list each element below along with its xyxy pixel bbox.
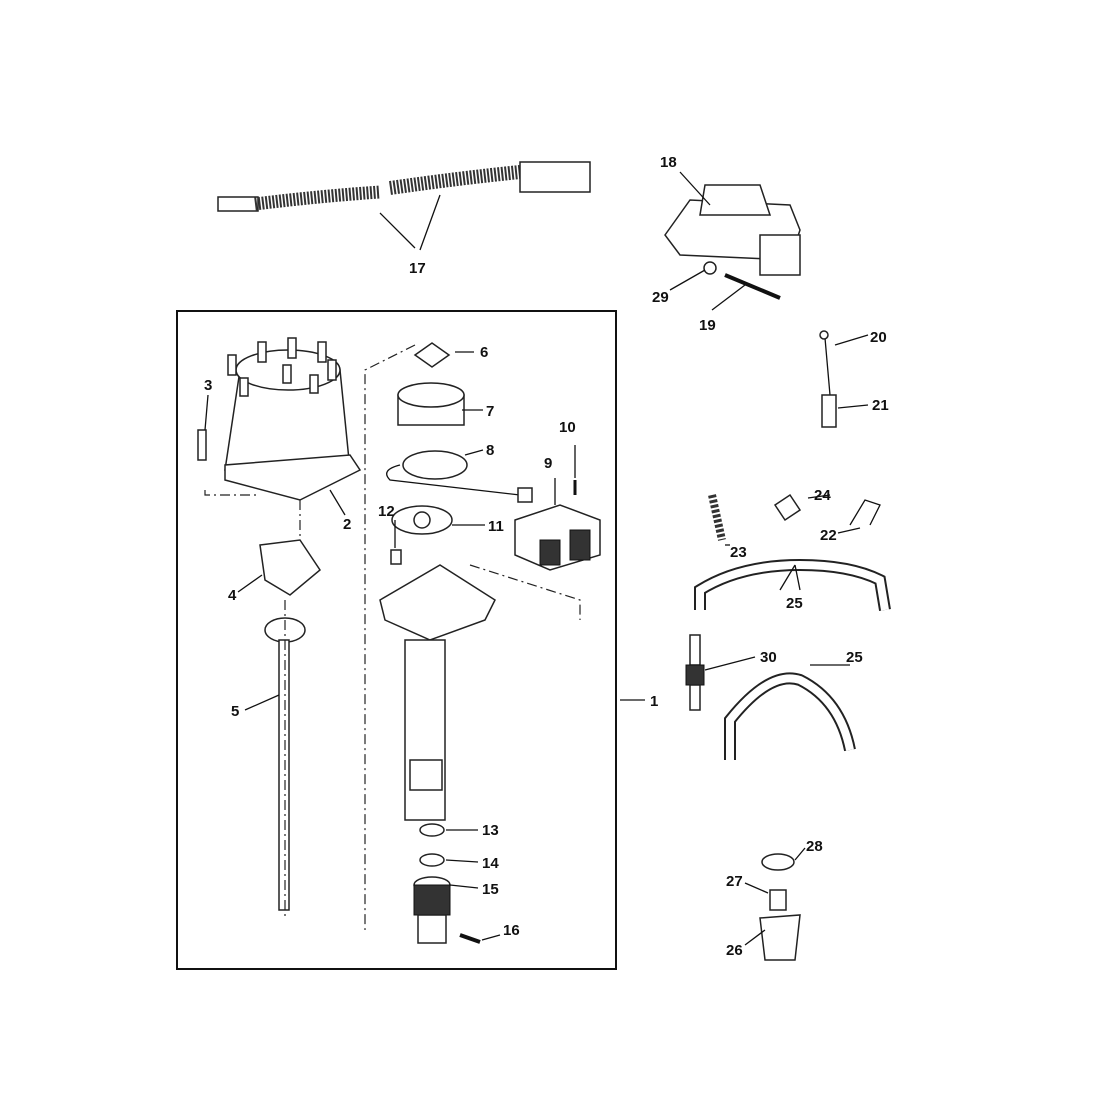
clamp-4-part — [259, 539, 321, 596]
washer-28-part — [761, 853, 795, 871]
callout-5: 5 — [231, 703, 239, 720]
callout-29: 29 — [652, 289, 669, 306]
spark-plug-30-part — [685, 634, 705, 711]
callout-14: 14 — [482, 855, 499, 872]
washer-14-part — [419, 853, 445, 867]
callout-18: 18 — [660, 154, 677, 171]
callout-10: 10 — [559, 419, 576, 436]
wire-20-part — [824, 337, 831, 396]
callout-8: 8 — [486, 442, 494, 459]
screw-27-part — [769, 889, 787, 911]
pin-12-part — [390, 549, 402, 565]
rotor-7-part — [397, 382, 465, 426]
callout-3: 3 — [204, 377, 212, 394]
leader-lines — [204, 171, 869, 946]
callout-21: 21 — [872, 397, 889, 414]
callout-27: 27 — [726, 873, 743, 890]
plug-wire-25b-part — [724, 672, 856, 760]
clip-21-part — [821, 394, 837, 428]
clip-23-part — [708, 494, 726, 541]
housing-part — [379, 564, 496, 821]
callout-30: 30 — [760, 649, 777, 666]
bracket-26-part — [759, 914, 801, 961]
callout-25b: 25 — [846, 649, 863, 666]
washer-13-part — [419, 823, 445, 837]
clip-24-part — [773, 493, 802, 522]
distributor-cap-part — [224, 337, 362, 501]
screw-3-part — [197, 429, 207, 461]
callout-13: 13 — [482, 822, 499, 839]
pickup-coil-8-part — [386, 450, 533, 503]
wiring-harness-part — [217, 161, 591, 212]
callout-24: 24 — [814, 487, 831, 504]
distributor-kit-box — [176, 310, 617, 970]
callout-labels: 1 2 3 4 5 6 7 8 9 10 11 12 13 14 15 16 1… — [204, 154, 889, 959]
callout-16: 16 — [503, 922, 520, 939]
callout-1: 1 — [650, 693, 658, 710]
callout-4: 4 — [228, 587, 237, 604]
callout-28: 28 — [806, 838, 823, 855]
callout-26: 26 — [726, 942, 743, 959]
callout-22: 22 — [820, 527, 837, 544]
callout-25a: 25 — [786, 595, 803, 612]
callout-12: 12 — [378, 503, 395, 520]
pole-piece-11-part — [391, 505, 453, 535]
ignition-coil-part — [664, 184, 801, 300]
callout-17: 17 — [409, 260, 426, 277]
gasket-6-part — [413, 342, 451, 368]
callout-15: 15 — [482, 881, 499, 898]
callout-2: 2 — [343, 516, 351, 533]
gear-15-part — [413, 876, 451, 944]
callout-9: 9 — [544, 455, 552, 472]
callout-23: 23 — [730, 544, 747, 561]
callout-11: 11 — [488, 518, 504, 535]
clip-22-part — [849, 499, 881, 526]
callout-19: 19 — [699, 317, 716, 334]
module-9-part — [514, 504, 601, 571]
callout-6: 6 — [480, 344, 488, 361]
callout-20: 20 — [870, 329, 887, 346]
callout-7: 7 — [486, 403, 494, 420]
